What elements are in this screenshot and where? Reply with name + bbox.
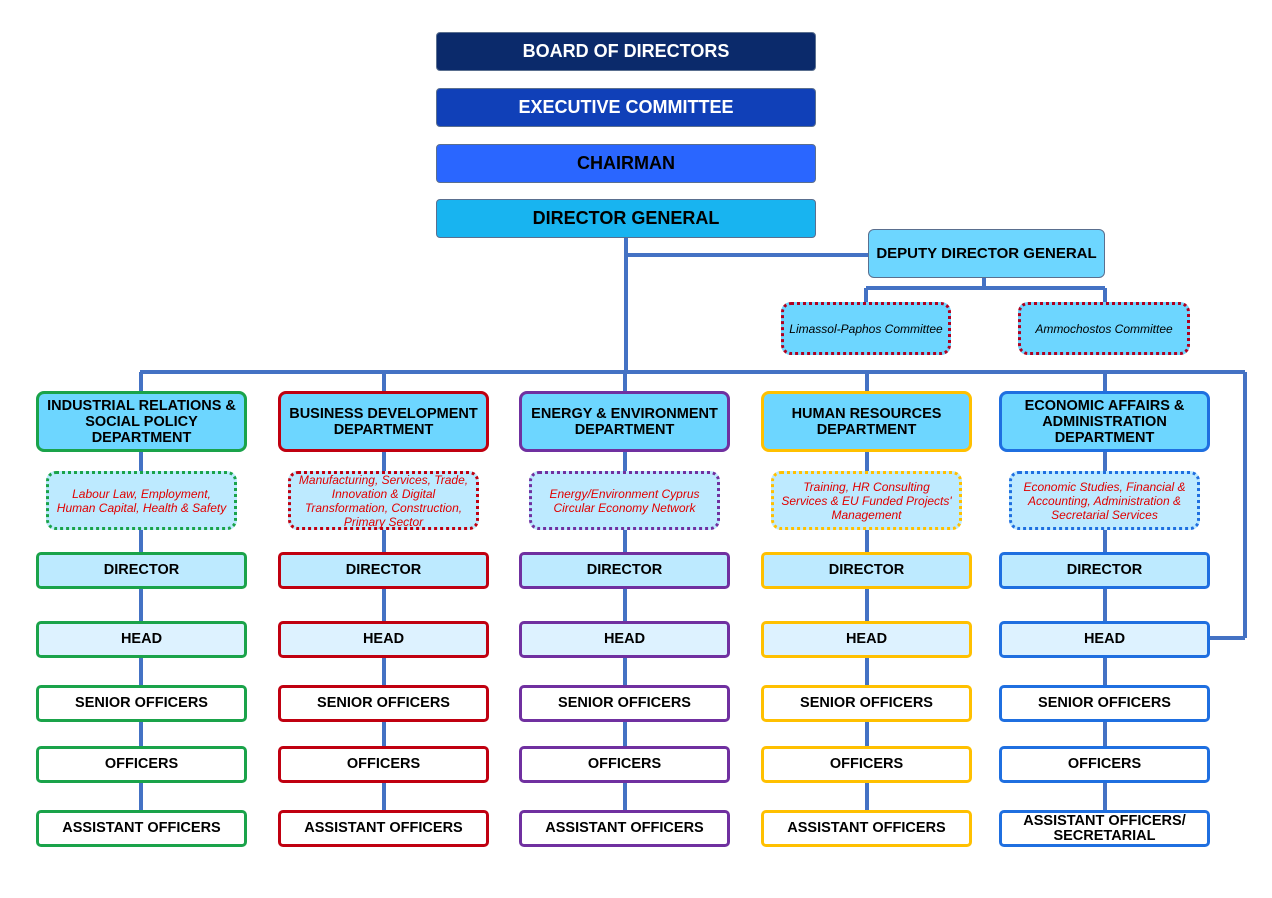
energy-environment-director-label: DIRECTOR bbox=[586, 562, 663, 578]
chairman-label: CHAIRMAN bbox=[577, 153, 675, 173]
business-development-director-box: DIRECTOR bbox=[278, 552, 489, 589]
business-development-senior-box: SENIOR OFFICERS bbox=[278, 685, 489, 722]
economic-affairs-head-box: HEAD bbox=[999, 621, 1210, 658]
limassol-paphos-committee-box: Limassol-Paphos Committee bbox=[781, 302, 951, 355]
economic-affairs-director-label: DIRECTOR bbox=[1066, 562, 1143, 578]
director-general-box: DIRECTOR GENERAL bbox=[436, 199, 816, 238]
economic-affairs-head-label: HEAD bbox=[1083, 631, 1126, 647]
business-development-responsibilities-box: Manufacturing, Services, Trade, Innovati… bbox=[288, 471, 479, 530]
industrial-relations-director-box: DIRECTOR bbox=[36, 552, 247, 589]
human-resources-head-box: HEAD bbox=[761, 621, 972, 658]
business-development-head-box: HEAD bbox=[278, 621, 489, 658]
executive-committee-box: EXECUTIVE COMMITTEE bbox=[436, 88, 816, 127]
board-of-directors-label: BOARD OF DIRECTORS bbox=[522, 41, 730, 61]
economic-affairs-department-box: ECONOMIC AFFAIRS & ADMINISTRATION DEPART… bbox=[999, 391, 1210, 452]
business-development-responsibilities-text: Manufacturing, Services, Trade, Innovati… bbox=[298, 472, 469, 529]
economic-affairs-department-name: ECONOMIC AFFAIRS & ADMINISTRATION DEPART… bbox=[1024, 397, 1185, 446]
industrial-relations-officers-label: OFFICERS bbox=[104, 756, 179, 772]
chairman-box: CHAIRMAN bbox=[436, 144, 816, 183]
human-resources-department-name: HUMAN RESOURCES DEPARTMENT bbox=[791, 405, 942, 438]
human-resources-director-label: DIRECTOR bbox=[828, 562, 905, 578]
industrial-relations-senior-label: SENIOR OFFICERS bbox=[75, 695, 208, 711]
business-development-officers-box: OFFICERS bbox=[278, 746, 489, 783]
limassol-paphos-committee-label: Limassol-Paphos Committee bbox=[789, 321, 943, 336]
energy-environment-officers-label: OFFICERS bbox=[587, 756, 662, 772]
human-resources-department-box: HUMAN RESOURCES DEPARTMENT bbox=[761, 391, 972, 452]
energy-environment-responsibilities-box: Energy/Environment Cyprus Circular Econo… bbox=[529, 471, 720, 530]
economic-affairs-senior-box: SENIOR OFFICERS bbox=[999, 685, 1210, 722]
human-resources-responsibilities-text: Training, HR Consulting Services & EU Fu… bbox=[781, 479, 952, 522]
business-development-director-label: DIRECTOR bbox=[345, 562, 422, 578]
energy-environment-officers-box: OFFICERS bbox=[519, 746, 730, 783]
human-resources-assistant-box: ASSISTANT OFFICERS bbox=[761, 810, 972, 847]
industrial-relations-assistant-box: ASSISTANT OFFICERS bbox=[36, 810, 247, 847]
industrial-relations-department-box: INDUSTRIAL RELATIONS & SOCIAL POLICY DEP… bbox=[36, 391, 247, 452]
human-resources-officers-label: OFFICERS bbox=[829, 756, 904, 772]
industrial-relations-department-name: INDUSTRIAL RELATIONS & SOCIAL POLICY DEP… bbox=[47, 397, 236, 446]
economic-affairs-responsibilities-text: Economic Studies, Financial & Accounting… bbox=[1023, 479, 1186, 522]
board-of-directors-box: BOARD OF DIRECTORS bbox=[436, 32, 816, 71]
energy-environment-department-box: ENERGY & ENVIRONMENT DEPARTMENT bbox=[519, 391, 730, 452]
human-resources-head-label: HEAD bbox=[845, 631, 888, 647]
deputy-director-general-label: DEPUTY DIRECTOR GENERAL bbox=[876, 245, 1097, 262]
human-resources-officers-box: OFFICERS bbox=[761, 746, 972, 783]
industrial-relations-head-label: HEAD bbox=[120, 631, 163, 647]
energy-environment-responsibilities-text: Energy/Environment Cyprus Circular Econo… bbox=[549, 486, 700, 515]
business-development-officers-label: OFFICERS bbox=[346, 756, 421, 772]
industrial-relations-officers-box: OFFICERS bbox=[36, 746, 247, 783]
industrial-relations-responsibilities-text: Labour Law, Employment, Human Capital, H… bbox=[56, 486, 227, 515]
human-resources-assistant-label: ASSISTANT OFFICERS bbox=[787, 820, 946, 836]
industrial-relations-responsibilities-box: Labour Law, Employment, Human Capital, H… bbox=[46, 471, 237, 530]
director-general-label: DIRECTOR GENERAL bbox=[532, 208, 720, 228]
industrial-relations-director-label: DIRECTOR bbox=[103, 562, 180, 578]
economic-affairs-officers-label: OFFICERS bbox=[1067, 756, 1142, 772]
energy-environment-senior-label: SENIOR OFFICERS bbox=[558, 695, 691, 711]
economic-affairs-assistant-box: ASSISTANT OFFICERS/ SECRETARIAL bbox=[999, 810, 1210, 847]
business-development-assistant-label: ASSISTANT OFFICERS bbox=[304, 820, 463, 836]
industrial-relations-head-box: HEAD bbox=[36, 621, 247, 658]
energy-environment-head-label: HEAD bbox=[603, 631, 646, 647]
human-resources-senior-box: SENIOR OFFICERS bbox=[761, 685, 972, 722]
business-development-assistant-box: ASSISTANT OFFICERS bbox=[278, 810, 489, 847]
ammochostos-committee-box: Ammochostos Committee bbox=[1018, 302, 1190, 355]
human-resources-senior-label: SENIOR OFFICERS bbox=[800, 695, 933, 711]
business-development-department-box: BUSINESS DEVELOPMENT DEPARTMENT bbox=[278, 391, 489, 452]
energy-environment-department-name: ENERGY & ENVIRONMENT DEPARTMENT bbox=[531, 405, 718, 438]
human-resources-responsibilities-box: Training, HR Consulting Services & EU Fu… bbox=[771, 471, 962, 530]
energy-environment-director-box: DIRECTOR bbox=[519, 552, 730, 589]
industrial-relations-assistant-label: ASSISTANT OFFICERS bbox=[62, 820, 221, 836]
economic-affairs-senior-label: SENIOR OFFICERS bbox=[1038, 695, 1171, 711]
energy-environment-head-box: HEAD bbox=[519, 621, 730, 658]
energy-environment-senior-box: SENIOR OFFICERS bbox=[519, 685, 730, 722]
deputy-director-general-box: DEPUTY DIRECTOR GENERAL bbox=[868, 229, 1105, 278]
economic-affairs-responsibilities-box: Economic Studies, Financial & Accounting… bbox=[1009, 471, 1200, 530]
energy-environment-assistant-label: ASSISTANT OFFICERS bbox=[545, 820, 704, 836]
business-development-senior-label: SENIOR OFFICERS bbox=[317, 695, 450, 711]
executive-committee-label: EXECUTIVE COMMITTEE bbox=[518, 97, 734, 117]
economic-affairs-officers-box: OFFICERS bbox=[999, 746, 1210, 783]
human-resources-director-box: DIRECTOR bbox=[761, 552, 972, 589]
industrial-relations-senior-box: SENIOR OFFICERS bbox=[36, 685, 247, 722]
economic-affairs-director-box: DIRECTOR bbox=[999, 552, 1210, 589]
ammochostos-committee-label: Ammochostos Committee bbox=[1035, 321, 1173, 336]
energy-environment-assistant-box: ASSISTANT OFFICERS bbox=[519, 810, 730, 847]
business-development-head-label: HEAD bbox=[362, 631, 405, 647]
business-development-department-name: BUSINESS DEVELOPMENT DEPARTMENT bbox=[289, 405, 478, 438]
economic-affairs-assistant-label: ASSISTANT OFFICERS/ SECRETARIAL bbox=[1023, 812, 1186, 844]
